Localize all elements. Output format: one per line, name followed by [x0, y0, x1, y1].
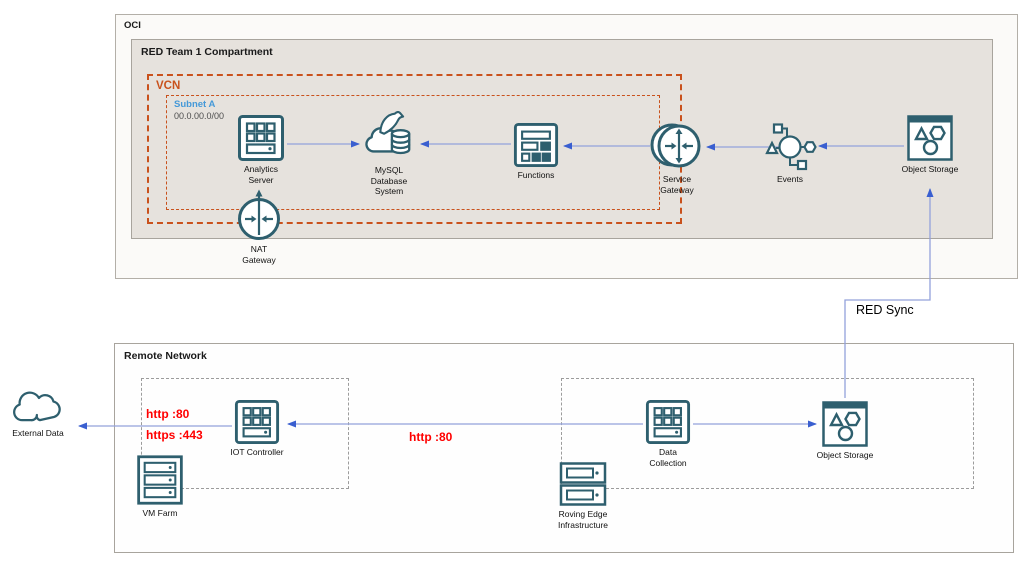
- node-analytics-server: Analytics Server: [216, 114, 306, 185]
- node-label: VM Farm: [142, 508, 178, 518]
- analytics-server-icon: [238, 115, 284, 161]
- node-object-storage-oci: Object Storage: [885, 114, 975, 175]
- node-functions: Functions: [491, 122, 581, 181]
- node-label: MySQL Database System: [370, 165, 408, 197]
- roving-edge-icon: [559, 462, 607, 506]
- node-label: NAT Gateway: [242, 244, 276, 265]
- events-icon: [765, 123, 817, 171]
- http-80-left-label: http :80: [146, 407, 190, 421]
- vm-farm-icon: [137, 455, 183, 505]
- service-gateway-icon: [650, 123, 701, 168]
- node-roving-edge: Roving Edge Infrastructure: [538, 461, 628, 530]
- node-nat-gateway: NAT Gateway: [214, 186, 304, 265]
- node-label: External Data: [12, 428, 64, 438]
- node-external-data: External Data: [0, 388, 76, 439]
- cloud-icon: [13, 391, 61, 422]
- node-data-collection: Data Collection: [623, 399, 713, 468]
- subnet-cidr: 00.0.00.0/00: [174, 111, 225, 121]
- remote-left-group-box: [141, 378, 349, 489]
- node-label: IOT Controller: [230, 447, 284, 457]
- node-events: Events: [745, 122, 835, 185]
- node-vm-farm: VM Farm: [115, 454, 205, 519]
- node-label: Functions: [517, 170, 555, 180]
- node-label: Events: [777, 174, 803, 184]
- http-80-mid-label: http :80: [409, 430, 453, 444]
- mysql-database-icon: [365, 111, 411, 155]
- nat-gateway-icon: [238, 189, 280, 240]
- node-label: Data Collection: [649, 447, 687, 468]
- node-object-storage-remote: Object Storage: [800, 400, 890, 461]
- node-label: Object Storage: [816, 450, 874, 460]
- object-storage-icon: [907, 115, 953, 161]
- node-label: Roving Edge Infrastructure: [557, 509, 609, 530]
- compartment-label: RED Team 1 Compartment: [141, 46, 273, 58]
- node-label: Analytics Server: [243, 164, 278, 185]
- iot-controller-icon: [234, 399, 280, 445]
- node-mysql-database: MySQL Database System: [344, 111, 434, 197]
- node-label: Service Gateway: [660, 174, 694, 195]
- data-collection-icon: [645, 399, 691, 445]
- remote-network-label: Remote Network: [124, 350, 207, 362]
- node-label: Object Storage: [901, 164, 959, 174]
- node-service-gateway: Service Gateway: [632, 120, 722, 195]
- oci-region-label: OCI: [124, 20, 141, 31]
- functions-icon: [513, 122, 559, 168]
- vcn-label: VCN: [156, 80, 181, 92]
- subnet-label: Subnet A: [174, 99, 216, 110]
- https-443-label: https :443: [146, 428, 203, 442]
- object-storage-icon: [822, 401, 868, 447]
- remote-right-group-box: [561, 378, 974, 489]
- red-sync-label: RED Sync: [856, 303, 914, 317]
- node-iot-controller: IOT Controller: [212, 399, 302, 458]
